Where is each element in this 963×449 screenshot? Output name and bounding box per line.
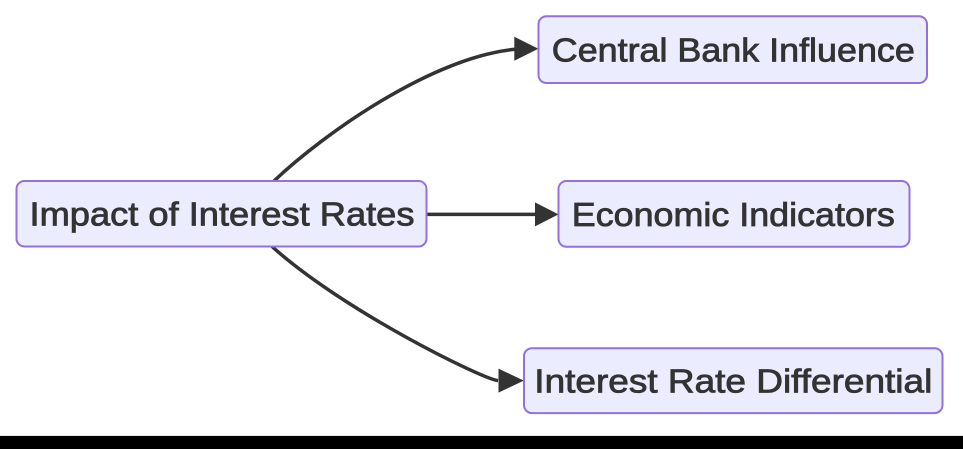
svg-text:Central Bank Influence: Central Bank Influence (552, 31, 915, 68)
svg-text:Impact of Interest Rates: Impact of Interest Rates (30, 196, 415, 233)
svg-text:Interest Rate Differential: Interest Rate Differential (534, 363, 932, 400)
svg-text:Economic Indicators: Economic Indicators (572, 196, 895, 233)
